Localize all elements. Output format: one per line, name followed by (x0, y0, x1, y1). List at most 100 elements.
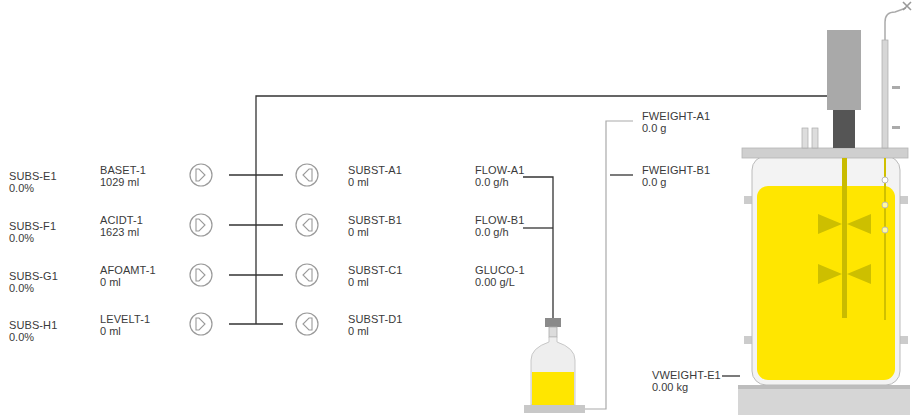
culture-liquid (757, 186, 895, 380)
vessel-clip (900, 196, 908, 204)
coupling (833, 110, 855, 148)
level-sensor (882, 177, 888, 183)
pump-symbol (190, 164, 212, 186)
pump-housing (296, 264, 318, 286)
bottle-body (531, 337, 575, 405)
reading-value: 0.00 kg (652, 381, 688, 394)
tag-name: SUBST-C1 (348, 264, 403, 277)
pump-symbol (296, 214, 318, 236)
reading-value: 0.0 g/h (475, 176, 509, 189)
tag-name: FLOW-A1 (475, 164, 524, 177)
tag-name: FLOW-B1 (475, 214, 524, 227)
pump-housing (190, 264, 212, 286)
reading-value: 0 ml (348, 276, 369, 289)
tag-name: AFOAMT-1 (100, 264, 156, 277)
vessel-base (738, 385, 910, 415)
tag-name: SUBST-B1 (348, 214, 402, 227)
reading-value: 0 ml (100, 325, 121, 338)
tick (892, 126, 900, 129)
reading-value: 0 ml (348, 325, 369, 338)
pump-rotor (196, 219, 205, 231)
weight-line (722, 375, 740, 376)
pump-rotor (303, 169, 312, 181)
pump-symbol (296, 164, 318, 186)
pump-housing (296, 214, 318, 236)
tag-name: SUBS-E1 (9, 170, 57, 183)
pump-rotor (196, 318, 205, 330)
pump-symbol (190, 313, 212, 335)
tag-name: GLUCO-1 (475, 264, 525, 277)
tick (892, 86, 900, 89)
vessel-clip (744, 196, 752, 204)
reading-value: 0 ml (348, 176, 369, 189)
bioreactor (738, 2, 911, 415)
pump-housing (296, 164, 318, 186)
vessel-base-edge (738, 385, 910, 389)
reading-value: 0.0% (9, 182, 34, 195)
head-plate (742, 148, 908, 158)
exhaust-filter (903, 2, 911, 10)
motor (827, 30, 861, 110)
pump-rotor (196, 169, 205, 181)
feed-line (229, 224, 283, 225)
feed-line (229, 174, 283, 175)
feed-line (229, 323, 283, 324)
tag-name: BASET-1 (100, 164, 146, 177)
tag-name: SUBST-A1 (348, 164, 402, 177)
pump-rotor (303, 219, 312, 231)
pump-housing (190, 214, 212, 236)
tag-name: SUBS-F1 (9, 220, 56, 233)
tag-name: VWEIGHT-E1 (652, 369, 721, 382)
tag-name: FWEIGHT-A1 (642, 110, 710, 123)
exhaust-hose (885, 8, 906, 40)
bottle-cap (545, 318, 561, 327)
reading-value: 0.0% (9, 331, 34, 344)
pump-group (190, 164, 318, 335)
flow-line (523, 177, 553, 318)
pump-symbol (190, 264, 212, 286)
pump-housing (190, 164, 212, 186)
tag-name: FWEIGHT-B1 (642, 164, 710, 177)
level-sensor (882, 227, 888, 233)
reading-value: 0.0 g/h (475, 226, 509, 239)
pump-housing (296, 313, 318, 335)
reading-value: 1623 ml (100, 226, 139, 239)
impeller (818, 214, 871, 234)
reading-value: 0.0 g (642, 122, 666, 135)
tag-name: ACIDT-1 (100, 214, 143, 227)
pump-symbol (190, 214, 212, 236)
pump-housing (190, 313, 212, 335)
pump-symbol (296, 264, 318, 286)
tag-name: LEVELT-1 (100, 313, 150, 326)
port (812, 128, 818, 148)
pump-rotor (303, 269, 312, 281)
feed-line (229, 274, 283, 275)
exhaust-tube (882, 40, 888, 148)
balance-plate (524, 405, 585, 413)
tag-name: SUBS-H1 (9, 319, 57, 332)
port (802, 128, 808, 148)
stirrer-shaft (842, 158, 847, 318)
reading-value: 0 ml (348, 226, 369, 239)
bottle-liquid (532, 372, 574, 405)
pump-symbol (296, 313, 318, 335)
reading-value: 0.0 g (642, 176, 666, 189)
level-sensor (882, 202, 888, 208)
pump-rotor (303, 318, 312, 330)
reading-value: 0.00 g/L (475, 276, 515, 289)
impeller (818, 264, 871, 284)
vessel-clip (744, 336, 752, 344)
reading-value: 0 ml (100, 276, 121, 289)
scale-line (585, 121, 633, 409)
weight-line (610, 174, 633, 175)
reading-value: 0.0% (9, 282, 34, 295)
reading-value: 1029 ml (100, 176, 139, 189)
tag-name: SUBST-D1 (348, 313, 403, 326)
reading-value: 0.0% (9, 232, 34, 245)
feed-bottle (524, 318, 585, 413)
pump-rotor (196, 269, 205, 281)
vessel-clip (900, 336, 908, 344)
flow-line (523, 227, 553, 228)
